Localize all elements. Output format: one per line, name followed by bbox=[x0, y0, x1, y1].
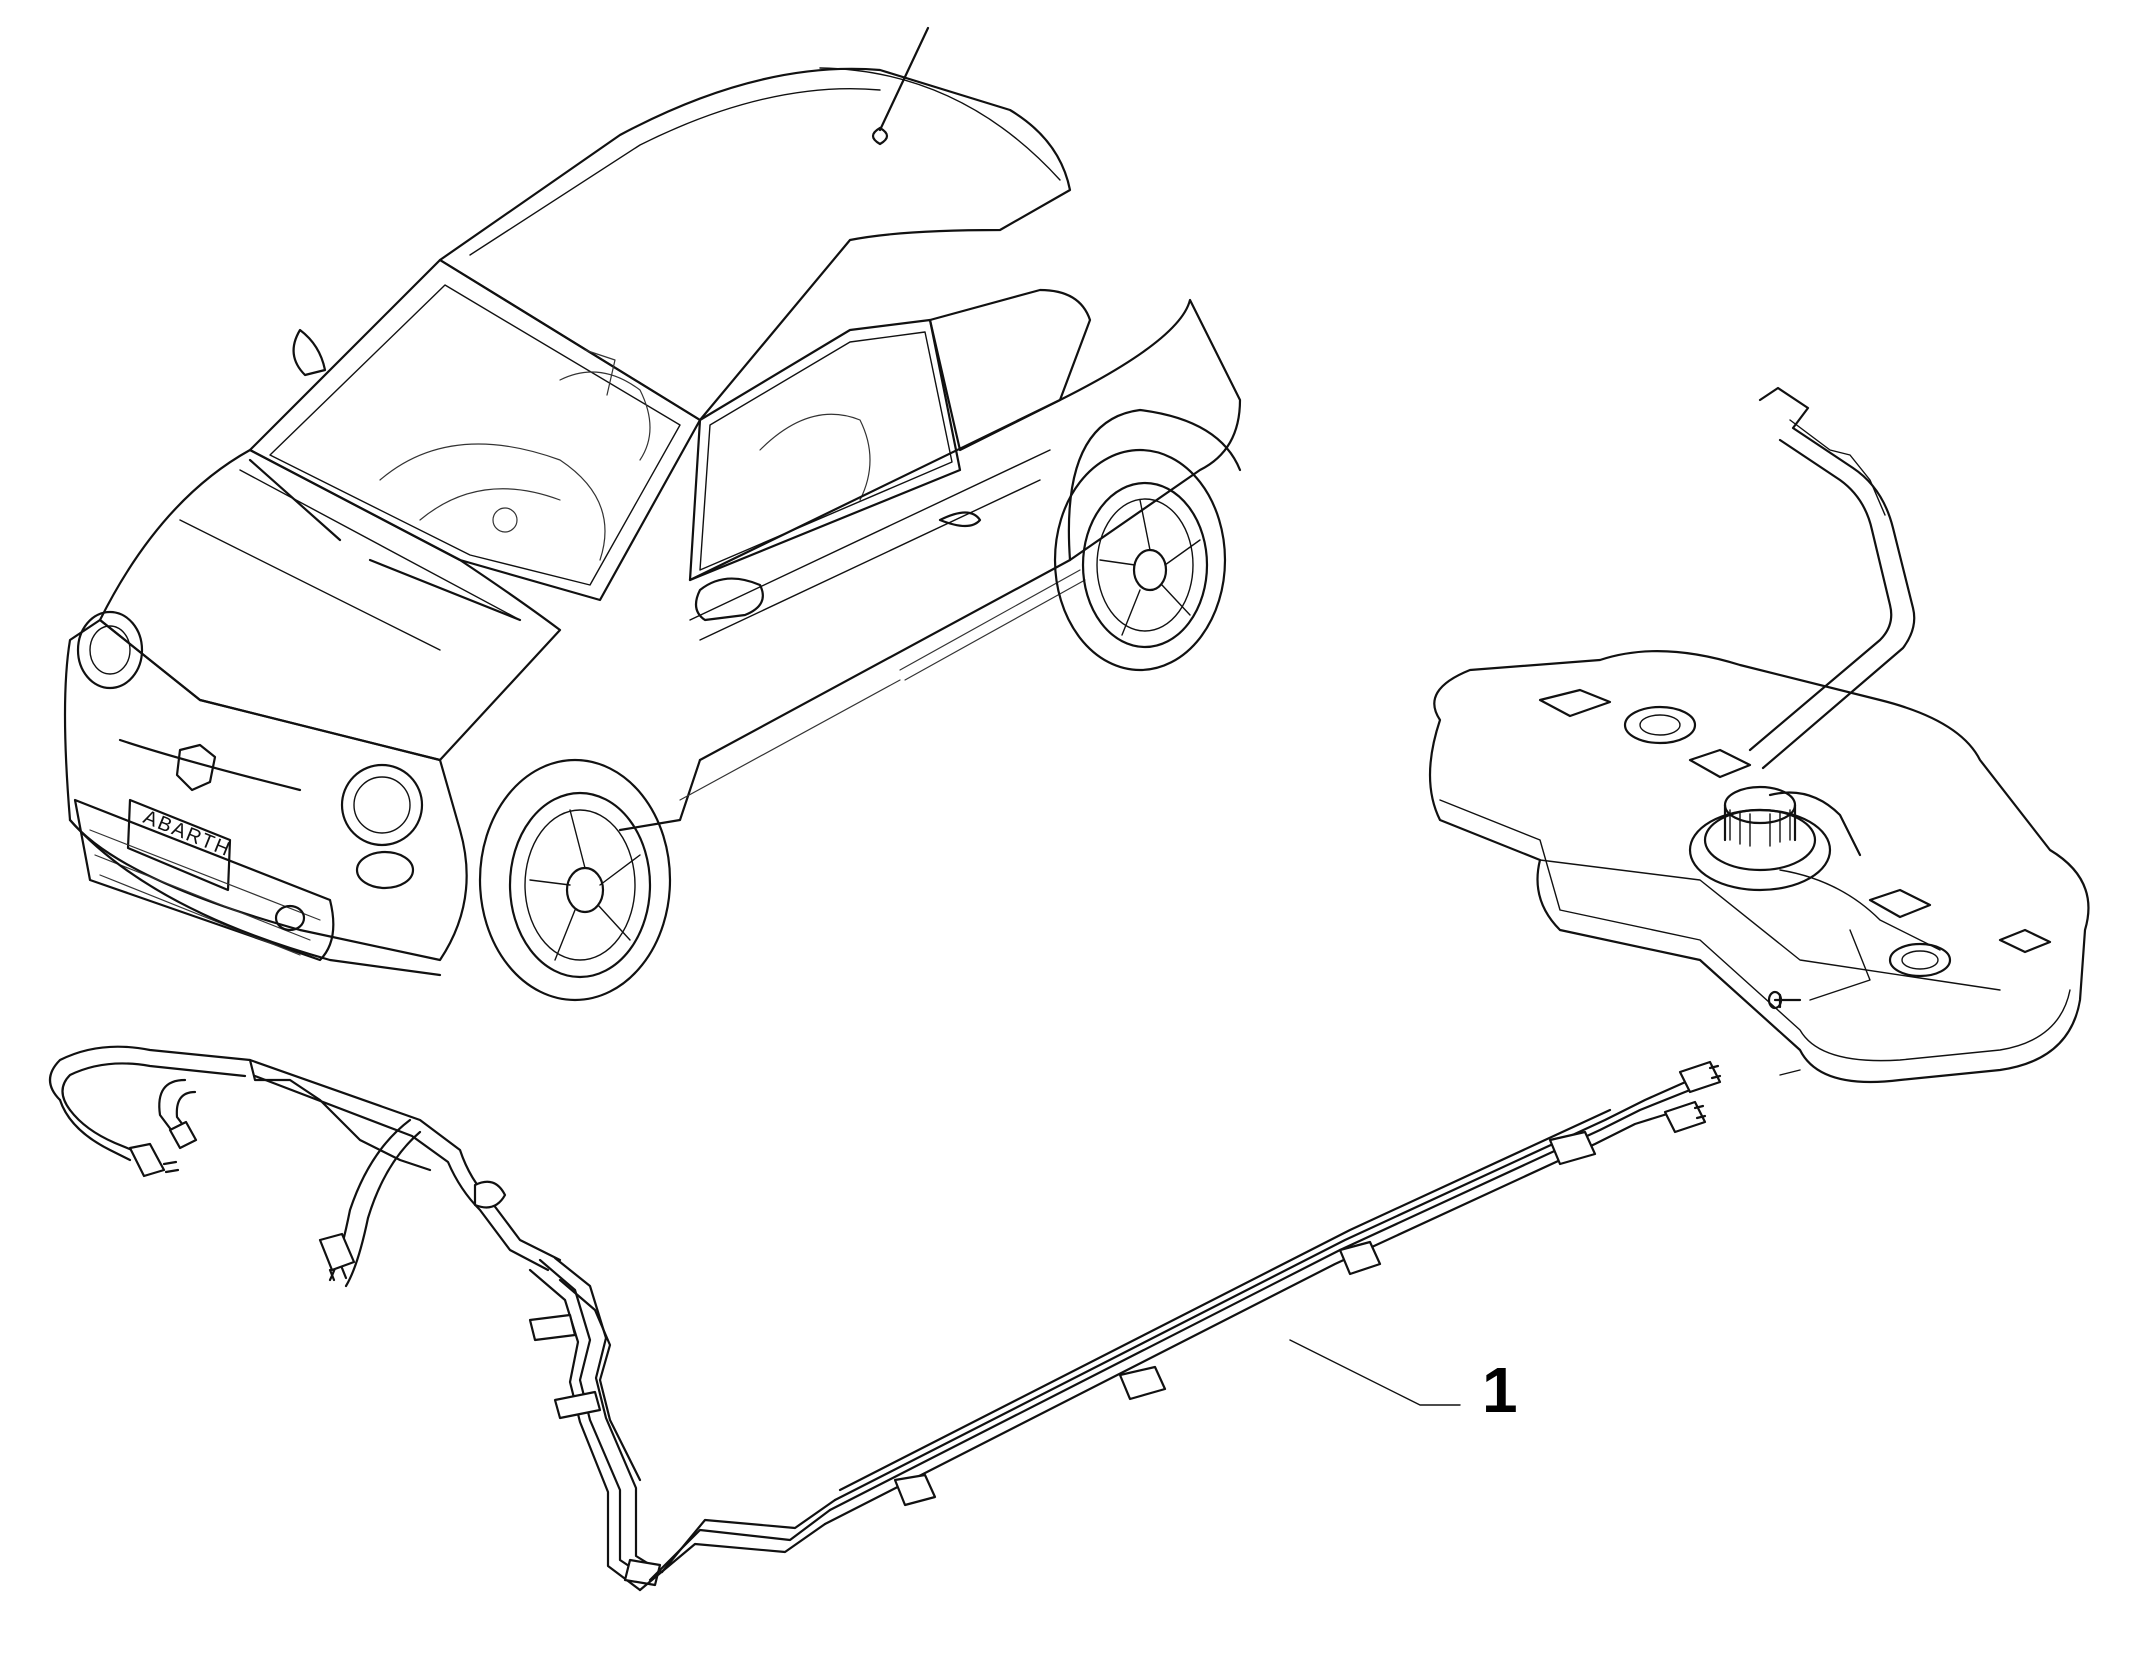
callout-leader-line bbox=[1289, 1339, 1461, 1406]
callout-1: 1 bbox=[1289, 1339, 1518, 1426]
car-illustration: ABARTH bbox=[63, 26, 1242, 1002]
fuel-line-assembly bbox=[48, 1045, 1722, 1592]
vehicle-badge: ABARTH bbox=[140, 806, 234, 861]
fuel-tank-illustration bbox=[1428, 386, 2090, 1084]
callout-label: 1 bbox=[1482, 1354, 1518, 1426]
